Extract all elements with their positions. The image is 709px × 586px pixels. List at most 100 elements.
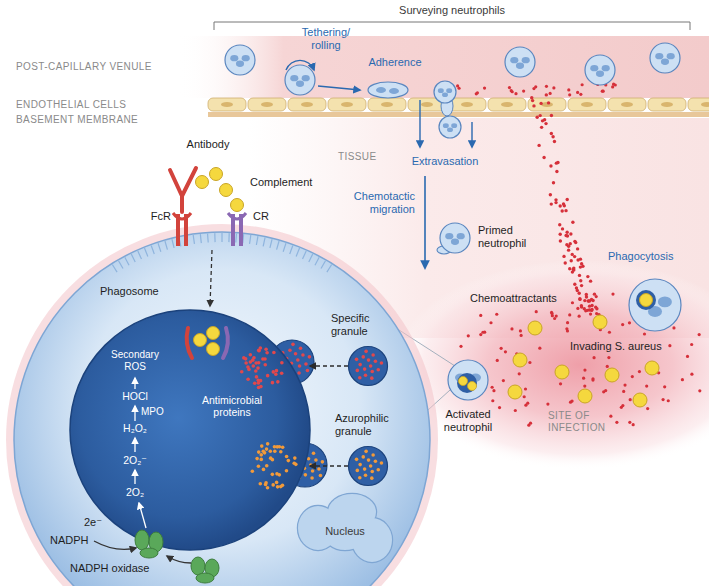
antimicrobial-protein-part	[275, 369, 279, 373]
chemoattractant-dot-part	[562, 255, 565, 258]
chemoattractant-dot-part	[601, 90, 604, 93]
nucleus-lobe	[352, 518, 392, 562]
chemoattractant-dot-part	[561, 209, 564, 212]
plasma-membrane-part	[207, 234, 209, 243]
chemoattractant-dot-part	[576, 91, 579, 94]
chemoattractant-dot-part	[528, 361, 531, 364]
fusing-granule-part	[299, 346, 303, 350]
chemoattractant-dot-part	[586, 275, 589, 278]
chemoattractant-dot-part	[535, 310, 538, 313]
chemoattractant-dot-part	[573, 255, 576, 258]
fusing-granule-part	[319, 474, 323, 478]
chemoattractant-dot-part	[578, 315, 581, 318]
chemical-label: H₂O₂	[123, 422, 147, 434]
chemoattractant-dot-part	[542, 156, 545, 159]
chemoattractant-dot-part	[578, 298, 581, 301]
shape-outline-part	[361, 455, 365, 459]
antimicrobial-protein-part	[255, 375, 259, 379]
nucleus: Nucleus	[296, 492, 394, 566]
phagosome: PhagosomeAntimicrobial proteins	[70, 310, 310, 550]
chemoattractant-dot-part	[535, 115, 538, 118]
complement-part	[231, 199, 244, 212]
chemoattractant-dot-part	[544, 122, 547, 125]
shape-outline-part	[380, 361, 384, 365]
activated-cell-part	[459, 377, 468, 386]
plasma-membrane	[112, 233, 331, 272]
chemoattractant-dot-part	[602, 90, 605, 93]
chemoattractant-dot-part	[690, 343, 693, 346]
antimicrobial-protein-part	[275, 472, 279, 476]
process-label: Phagocytosis	[608, 250, 673, 263]
plasma-membrane-part	[283, 243, 286, 252]
nadph-oxidase-part	[140, 548, 158, 558]
endothelial-cell-part	[568, 98, 606, 111]
shape-outline-part	[358, 476, 362, 480]
antimicrobial-protein-part	[276, 380, 280, 384]
chemoattractant-dot-part	[569, 232, 572, 235]
plasma-membrane-part	[327, 264, 332, 272]
assembly-arrow	[167, 556, 191, 563]
chemoattractant-dot-part	[538, 114, 541, 117]
chemoattractant-dot-part	[620, 406, 623, 409]
rolling-arrow	[286, 60, 314, 70]
chemoattractant-dot-part	[537, 144, 540, 147]
neutrophil-part	[650, 43, 680, 73]
endothelial-cell-part	[288, 98, 326, 111]
primed-cell-part	[451, 239, 459, 245]
plasma-membrane-part	[303, 251, 307, 259]
antimicrobial-protein-part	[265, 464, 269, 468]
chemoattractant-dot-part	[632, 423, 635, 426]
neutrophil	[505, 47, 535, 77]
antimicrobial-protein-part	[257, 349, 261, 353]
endothelial-cell	[208, 98, 709, 111]
antimicrobial-protein-part	[273, 450, 277, 454]
plasma-membrane-part	[235, 234, 237, 243]
antimicrobial-protein-part	[257, 349, 261, 353]
node-text: Antimicrobial proteins	[202, 394, 262, 419]
shape-outline	[70, 310, 310, 550]
chemoattractant-dot-part	[645, 384, 648, 387]
node-title: Activated neutrophil	[444, 408, 492, 434]
antimicrobial-protein-part	[271, 473, 275, 477]
fusing-granule-part	[317, 467, 321, 471]
chemoattractant-dot-part	[589, 313, 592, 316]
chemoattractant-dot-part	[550, 114, 553, 117]
reaction-arrow-part	[134, 378, 135, 389]
endothelial-cell-part	[648, 98, 686, 111]
shape-outline-part	[356, 469, 360, 473]
chemoattractant-dot-part	[568, 93, 571, 96]
fusing-granule-part	[306, 369, 310, 373]
fusing-granule-part	[298, 364, 302, 368]
endothelial-cell-part	[368, 98, 406, 111]
migration-arrow	[424, 176, 426, 268]
chemoattractant-dot-part	[591, 378, 594, 381]
plasma-membrane-part	[119, 261, 124, 269]
receptor-complex-part	[207, 327, 220, 340]
endothelial-cell-part	[448, 98, 486, 111]
plasma-membrane-part	[221, 233, 222, 242]
endothelial-cell-part	[581, 102, 593, 107]
antimicrobial-protein-part	[259, 453, 263, 457]
process-arrow	[419, 100, 420, 147]
chemoattractant-dot-part	[564, 234, 567, 237]
process-label: Adherence	[368, 56, 421, 69]
chemoattractant-dot-part	[565, 231, 568, 234]
fusing-granule-part	[314, 458, 318, 462]
chemoattractant-dot-part	[561, 227, 564, 230]
endothelial-cell-part	[381, 102, 393, 107]
part-label: NADPH	[50, 534, 89, 547]
chemoattractant-dot-part	[571, 301, 574, 304]
primed-cell-part	[445, 233, 453, 239]
antimicrobial-protein-part	[271, 458, 275, 462]
staphylococcus	[508, 315, 659, 407]
chemoattractant-dot-part	[562, 202, 565, 205]
neutrophil-part	[302, 75, 310, 81]
neutrophil-part	[439, 116, 461, 138]
neutrophil-part	[602, 65, 610, 71]
chemoattractant-dot-part	[595, 307, 598, 310]
antimicrobial-protein-part	[279, 485, 283, 489]
chemoattractant-dot-part	[514, 92, 517, 95]
endothelial-cell-part	[261, 102, 273, 107]
chemoattractant-dot-part	[606, 365, 609, 368]
antimicrobial-protein-part	[272, 351, 276, 355]
